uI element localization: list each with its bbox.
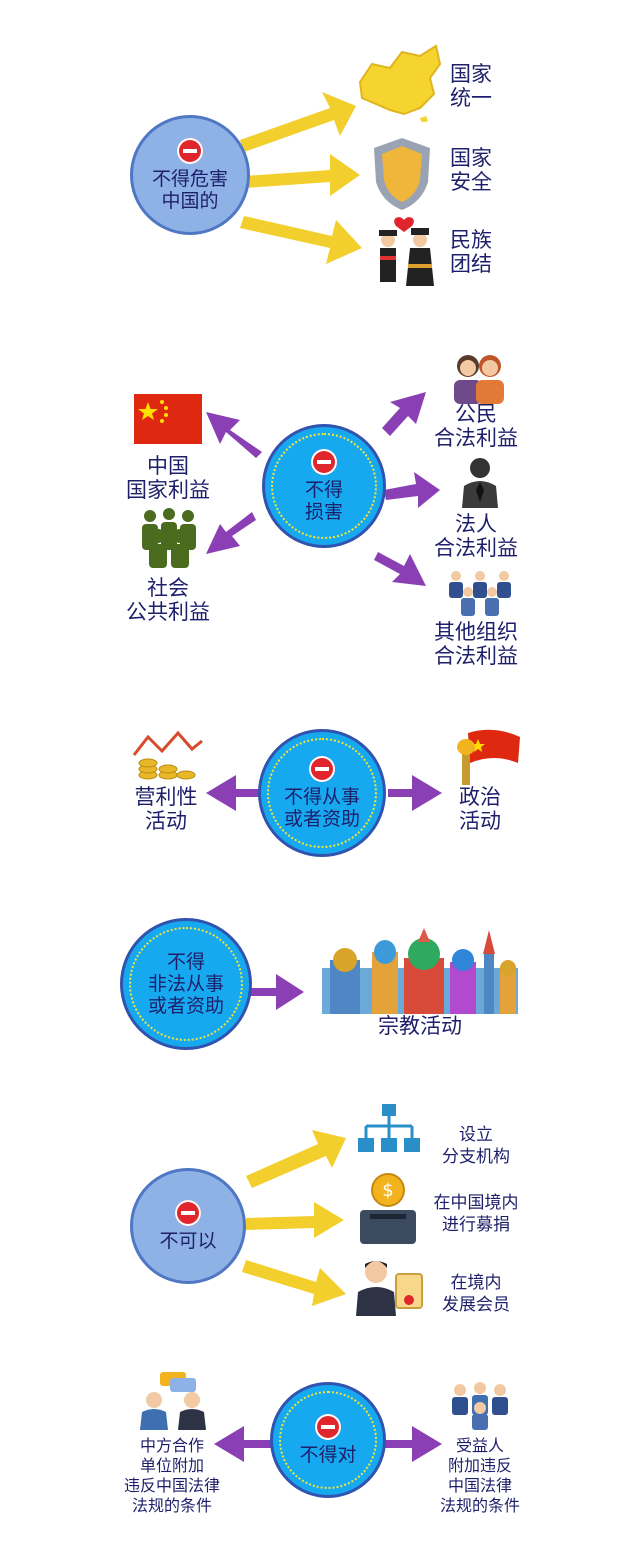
center-circle: 不得 损害 [262, 424, 386, 548]
section-cannot: 不可以 设立 分支机构 $ 在中国境内 进行募捐 在境内 发展会员 [0, 1100, 640, 1330]
center-circle: 不得 非法从事 或者资助 [120, 918, 252, 1050]
china-map-icon [358, 44, 442, 122]
churches-icon [322, 928, 518, 1014]
ethnic-couple-icon [379, 217, 434, 286]
center-text: 不得 损害 [304, 479, 343, 523]
item-label-security: 国家 安全 [450, 146, 492, 194]
right-label-citizen-interest: 公民 合法利益 [434, 402, 518, 450]
item-label-fundraising: 在中国境内 进行募捐 [433, 1193, 519, 1235]
purple-arrow [248, 974, 304, 1010]
center-text: 不得从事 或者资助 [283, 786, 360, 830]
item-label-ethnic-unity: 民族 团结 [450, 228, 492, 276]
no-entry-icon [315, 1414, 341, 1440]
section-engage-fund: 不得从事 或者资助 营利性 活动 政治 活动 [0, 715, 640, 865]
shield-icon [374, 138, 430, 210]
left-label-national-interest: 中国 国家利益 [126, 454, 210, 502]
no-entry-icon [311, 449, 337, 475]
purple-arrows [206, 392, 440, 586]
center-text: 不得对 [299, 1444, 357, 1466]
org-chart-icon [358, 1104, 420, 1152]
right-label-legal-person-interest: 法人 合法利益 [434, 512, 518, 560]
purple-arrows [214, 1426, 442, 1462]
coins-chart-icon [132, 730, 203, 780]
item-label-members: 在境内 发展会员 [442, 1273, 510, 1315]
svg-text:$: $ [382, 1180, 393, 1201]
donation-box-icon: $ [360, 1173, 416, 1244]
partners-meeting-icon [140, 1372, 206, 1430]
section-conditions: 不得对 中方合作 单位附加 违反中国法律 法规的条件 受益人 附加违反 中国法律… [0, 1360, 640, 1554]
yellow-arrows [242, 1130, 346, 1306]
china-flag-icon [134, 394, 202, 444]
center-circle: 不得从事 或者资助 [258, 729, 386, 857]
center-circle: 不得对 [270, 1382, 386, 1498]
left-label-public-interest: 社会 公共利益 [126, 576, 210, 624]
beneficiaries-icon [452, 1382, 508, 1430]
item-label-unification: 国家 统一 [450, 62, 492, 110]
yellow-arrows [240, 92, 362, 264]
center-text: 不得 非法从事 或者资助 [147, 951, 224, 1017]
center-circle: 不可以 [130, 1168, 246, 1284]
member-certificate-icon [356, 1261, 423, 1316]
right-label-religious-activity: 宗教活动 [378, 1014, 462, 1038]
center-text: 不可以 [159, 1230, 217, 1252]
right-label-other-org-interest: 其他组织 合法利益 [434, 620, 518, 668]
right-label-political-activity: 政治 活动 [459, 785, 501, 833]
center-circle: 不得危害 中国的 [130, 115, 250, 235]
no-entry-icon [175, 1200, 201, 1226]
flag-torch-icon [457, 729, 520, 785]
purple-arrows [206, 775, 442, 811]
businessman-icon [462, 458, 498, 508]
right-label-beneficiary-conditions: 受益人 附加违反 中国法律 法规的条件 [439, 1436, 520, 1515]
left-label-profit-activity: 营利性 活动 [134, 785, 198, 833]
no-entry-icon [309, 756, 335, 782]
crowd-icon [142, 508, 196, 568]
section-religious: 不得 非法从事 或者资助 宗教活动 [0, 910, 640, 1060]
section-harm-interests: 不得 损害 中国 国家利益 社会 公共利益 公民 合法利益 法人 合法利益 其 [0, 340, 640, 680]
left-label-partner-conditions: 中方合作 单位附加 违反中国法律 法规的条件 [123, 1436, 220, 1515]
section-endanger-china: 不得危害 中国的 国家 统一 国家 安全 民族 团结 [0, 20, 640, 310]
item-label-branch: 设立 分支机构 [442, 1125, 510, 1167]
center-text: 不得危害 中国的 [151, 168, 228, 212]
no-entry-icon [177, 138, 203, 164]
organization-icon [449, 571, 511, 616]
citizens-icon [454, 355, 504, 404]
